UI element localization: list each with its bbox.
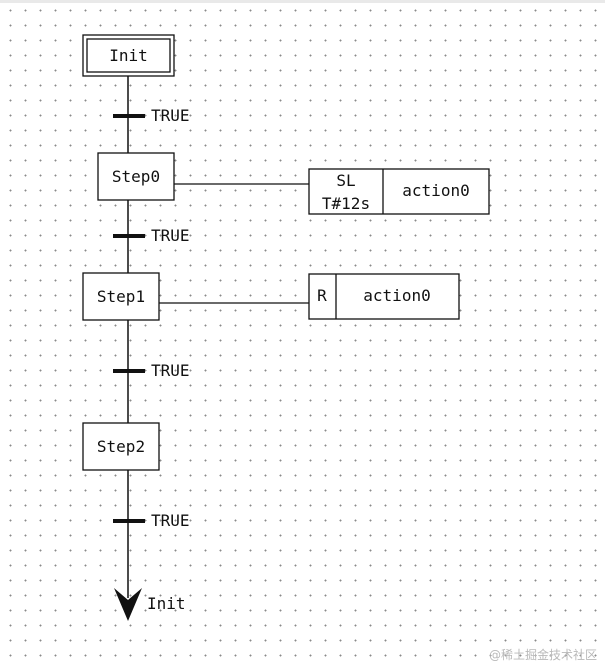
step1-action-qualifier: R <box>317 286 327 305</box>
transition-1[interactable]: TRUE <box>113 106 190 125</box>
top-border <box>0 0 605 3</box>
transition-4-condition: TRUE <box>151 511 190 530</box>
step-step1[interactable]: Step1 <box>82 272 160 321</box>
watermark-text: @稀土掘金技术社区 <box>488 648 597 662</box>
step0-action-block[interactable]: SL T#12s action0 <box>308 168 490 215</box>
step1-label: Step1 <box>97 287 145 306</box>
jump-arrow-icon <box>114 588 142 621</box>
step1-action-name: action0 <box>363 286 430 305</box>
step-step2[interactable]: Step2 <box>82 422 160 471</box>
initial-step-init[interactable]: Init <box>82 34 175 77</box>
jump-target-label: Init <box>147 594 186 613</box>
transition-2[interactable]: TRUE <box>113 226 190 245</box>
step0-action-time: T#12s <box>322 194 370 213</box>
transition-1-condition: TRUE <box>151 106 190 125</box>
jump-arrow[interactable]: Init <box>114 588 186 621</box>
transition-3[interactable]: TRUE <box>113 361 190 380</box>
transition-4[interactable]: TRUE <box>113 511 190 530</box>
step0-label: Step0 <box>112 167 160 186</box>
step0-action-name: action0 <box>402 181 469 200</box>
transition-2-condition: TRUE <box>151 226 190 245</box>
step1-action-block[interactable]: R action0 <box>308 273 460 320</box>
step-step0[interactable]: Step0 <box>97 152 175 201</box>
step0-action-qualifier: SL <box>336 171 355 190</box>
transition-3-condition: TRUE <box>151 361 190 380</box>
initial-step-label: Init <box>109 46 148 65</box>
step2-label: Step2 <box>97 437 145 456</box>
